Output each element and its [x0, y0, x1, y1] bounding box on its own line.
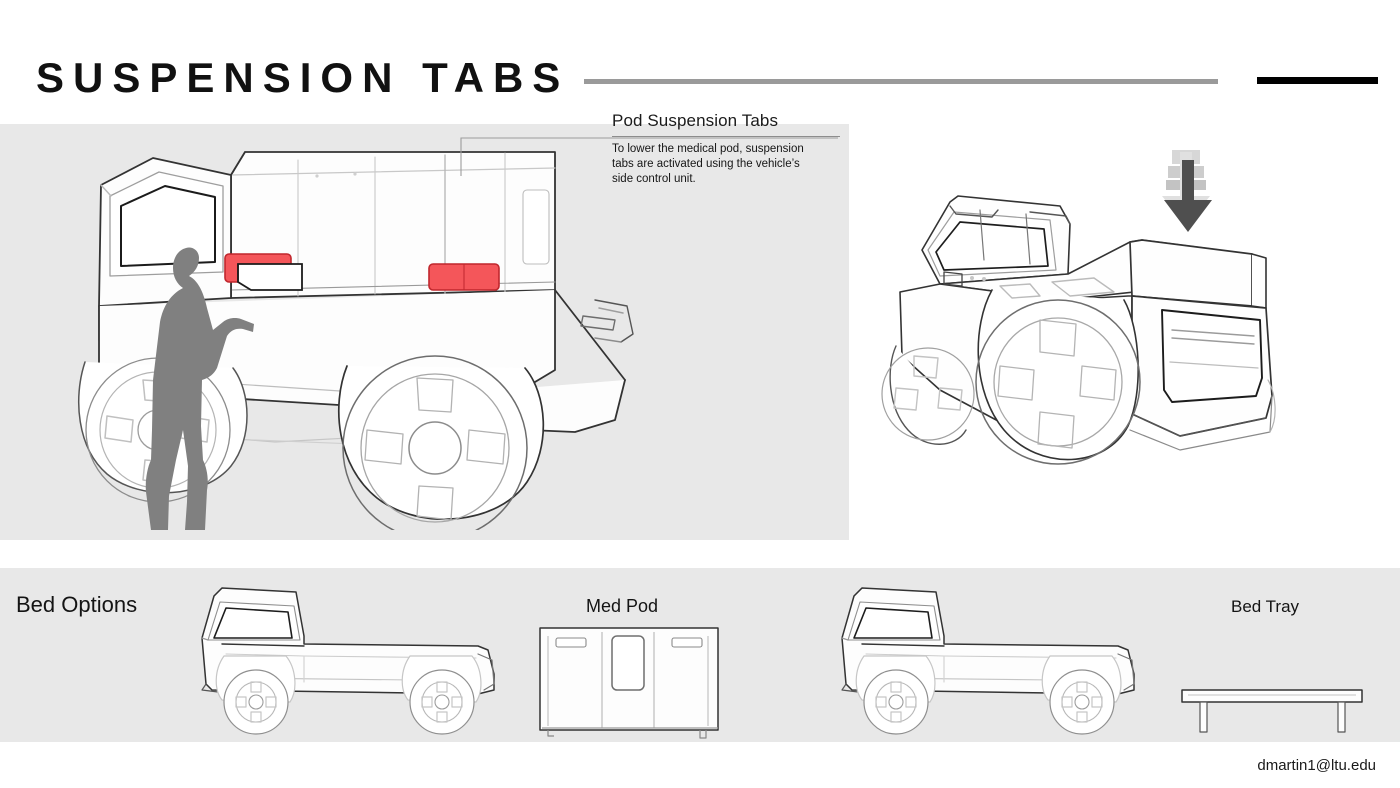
- footer-email: dmartin1@ltu.edu: [1257, 757, 1376, 774]
- slide-header: SUSPENSION TABS: [0, 0, 1400, 124]
- truck-with-medical-pod-and-operator: [77, 151, 634, 530]
- operator-silhouette: [145, 247, 254, 530]
- callout-title: Pod Suspension Tabs: [612, 111, 779, 130]
- bed-tray-module: [1181, 689, 1363, 733]
- header-rule-black: [1257, 77, 1378, 84]
- med-pod-label: Med Pod: [586, 596, 659, 616]
- bed-tray-label: Bed Tray: [1231, 597, 1300, 616]
- callout-pod-suspension-tabs: Pod Suspension Tabs To lower the medical…: [612, 111, 840, 187]
- suspension-tab-accent-rear: [428, 263, 500, 291]
- lowering-motion-arrow: [1162, 150, 1212, 232]
- side-control-unit: [224, 253, 303, 291]
- truck-side-view-left: [201, 587, 495, 735]
- bed-options-label: Bed Options: [16, 592, 138, 617]
- callout-divider: [612, 135, 840, 137]
- truck-rear-three-quarter-with-lowering-arrow: [881, 150, 1276, 465]
- med-pod-module: [539, 627, 719, 739]
- callout-body: To lower the medical pod, suspension tab…: [612, 142, 804, 185]
- header-rule-gray: [584, 79, 1218, 84]
- page-title: SUSPENSION TABS: [36, 54, 570, 101]
- truck-side-view-right: [841, 587, 1135, 735]
